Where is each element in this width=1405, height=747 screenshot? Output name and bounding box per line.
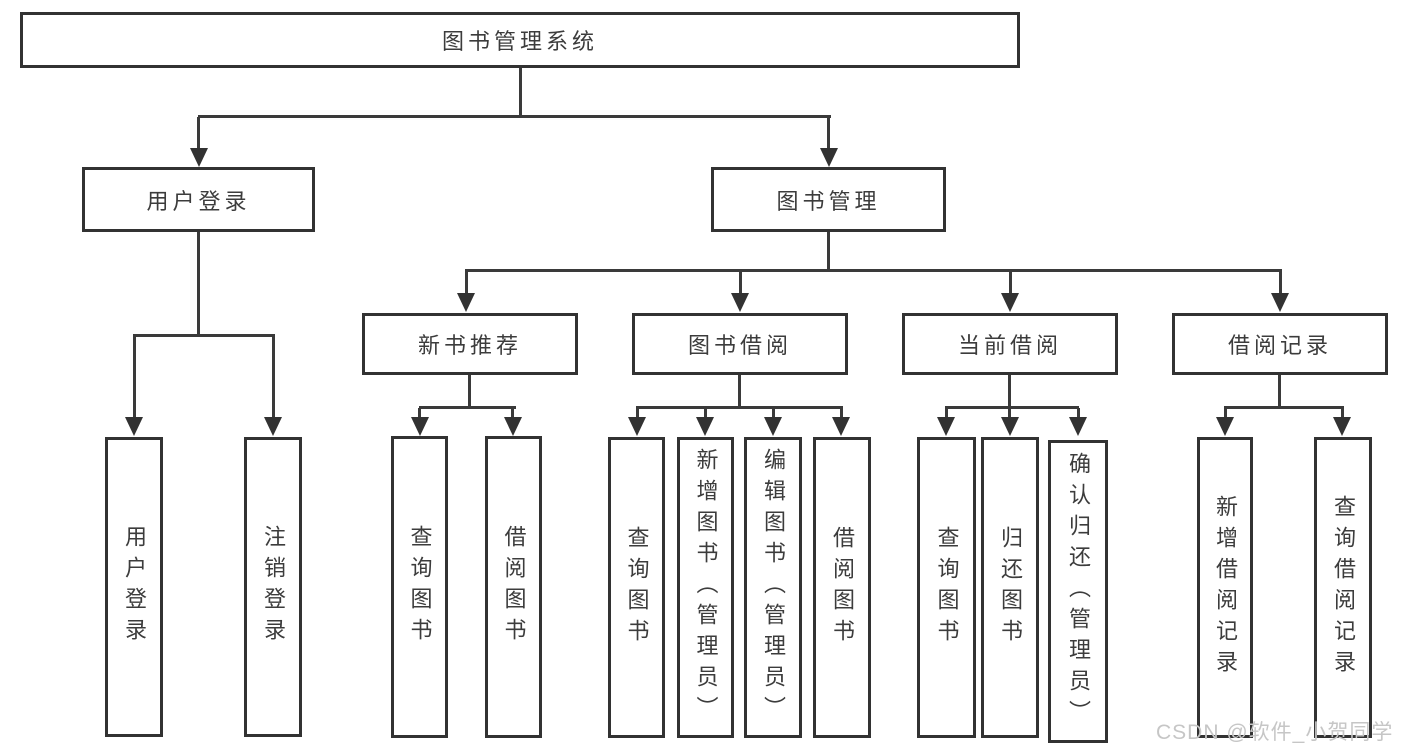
- arrow-down-icon: [264, 417, 282, 436]
- arrow-down-icon: [1001, 293, 1019, 312]
- leaf-confirm-return-admin-label: 确认归还（管理员）: [1066, 452, 1091, 731]
- leaf-borrow-books-label: 借阅图书: [501, 525, 527, 649]
- leaf-query-books-recommend: 查询图书: [391, 436, 448, 738]
- connector-drop: [772, 408, 775, 418]
- leaf-edit-books-admin: 编辑图书（管理员）: [744, 437, 802, 738]
- connector-drop-new-book-recommend: [465, 271, 468, 295]
- leaf-borrow-books-recommend: 借阅图书: [485, 436, 542, 738]
- leaf-borrow-books-label: 借阅图书: [830, 525, 855, 650]
- node-book-borrowing-label: 图书借阅: [687, 333, 792, 358]
- connector-drop-leaf-logout: [272, 336, 275, 419]
- leaf-user-login-label: 用户登录: [122, 525, 147, 649]
- connector-level2-distributor: [465, 269, 1282, 272]
- node-root-label: 图书管理系统: [441, 29, 598, 54]
- arrow-down-icon: [1216, 417, 1234, 436]
- arrow-down-icon: [731, 293, 749, 312]
- leaf-user-login: 用户登录: [105, 437, 163, 737]
- arrow-down-icon: [190, 148, 208, 167]
- connector-drop: [511, 408, 514, 418]
- connector-drop: [945, 408, 948, 418]
- leaf-query-books-label: 查询图书: [934, 525, 960, 650]
- arrow-down-icon: [696, 417, 714, 436]
- connector-user-login-distributor: [133, 334, 275, 337]
- leaf-borrow-books-borrowing: 借阅图书: [813, 437, 871, 738]
- arrow-down-icon: [125, 417, 143, 436]
- connector-borrowing-records-distributor: [1224, 406, 1344, 409]
- arrow-down-icon: [411, 417, 429, 436]
- leaf-add-borrow-record: 新增借阅记录: [1197, 437, 1253, 738]
- connector-drop: [1224, 408, 1227, 418]
- connector-drop-book-borrowing: [739, 271, 742, 295]
- connector-new-book-recommend-distributor: [419, 406, 516, 409]
- connector-book-borrowing-distributor: [636, 406, 843, 409]
- leaf-add-books-admin: 新增图书（管理员）: [677, 437, 734, 738]
- connector-drop: [636, 408, 639, 418]
- leaf-return-books: 归还图书: [981, 437, 1039, 738]
- arrow-down-icon: [1001, 417, 1019, 436]
- connector-drop: [704, 408, 707, 418]
- arrow-down-icon: [1333, 417, 1351, 436]
- leaf-confirm-return-admin: 确认归还（管理员）: [1048, 440, 1108, 743]
- connector-level1-distributor: [198, 115, 831, 118]
- connector-current-borrowing-distributor: [945, 406, 1079, 409]
- leaf-query-books-label: 查询图书: [407, 525, 433, 649]
- leaf-logout-label: 注销登录: [261, 525, 286, 649]
- connector-drop-borrowing-records: [1279, 271, 1282, 295]
- node-new-book-recommend: 新书推荐: [362, 313, 578, 375]
- connector-drop: [1341, 408, 1344, 418]
- leaf-query-books-label: 查询图书: [624, 525, 650, 650]
- node-user-login: 用户登录: [82, 167, 315, 232]
- connector-book-borrowing-stem: [738, 375, 741, 408]
- csdn-watermark: CSDN @软件_小贺同学: [1156, 721, 1394, 744]
- node-current-borrowing-label: 当前借阅: [957, 333, 1062, 358]
- leaf-query-books-current: 查询图书: [917, 437, 976, 738]
- node-book-borrowing: 图书借阅: [632, 313, 848, 375]
- node-current-borrowing: 当前借阅: [902, 313, 1118, 375]
- connector-book-management-stem: [827, 232, 830, 272]
- connector-drop-leaf-user-login: [133, 336, 136, 419]
- connector-borrowing-records-stem: [1278, 375, 1281, 408]
- node-borrowing-records: 借阅记录: [1172, 313, 1388, 375]
- connector-current-borrowing-stem: [1008, 375, 1011, 408]
- leaf-logout: 注销登录: [244, 437, 302, 737]
- connector-drop-user-login: [197, 117, 200, 151]
- arrow-down-icon: [820, 148, 838, 167]
- connector-drop: [418, 408, 421, 418]
- arrow-down-icon: [504, 417, 522, 436]
- leaf-add-borrow-record-label: 新增借阅记录: [1213, 494, 1238, 681]
- node-borrowing-records-label: 借阅记录: [1227, 333, 1332, 358]
- arrow-down-icon: [832, 417, 850, 436]
- leaf-query-borrow-record: 查询借阅记录: [1314, 437, 1372, 738]
- leaf-return-books-label: 归还图书: [998, 525, 1023, 650]
- node-root: 图书管理系统: [20, 12, 1020, 68]
- connector-drop-book-management: [827, 117, 830, 151]
- connector-root-stem: [519, 68, 522, 118]
- connector-drop-current-borrowing: [1009, 271, 1012, 295]
- leaf-edit-books-admin-label: 编辑图书（管理员）: [761, 448, 786, 727]
- node-book-management: 图书管理: [711, 167, 946, 232]
- connector-drop: [840, 408, 843, 418]
- leaf-query-borrow-record-label: 查询借阅记录: [1331, 494, 1356, 681]
- arrow-down-icon: [1271, 293, 1289, 312]
- connector-drop: [1008, 408, 1011, 418]
- node-book-management-label: 图书管理: [776, 188, 881, 214]
- connector-drop: [1077, 408, 1080, 418]
- arrow-down-icon: [1069, 417, 1087, 436]
- node-new-book-recommend-label: 新书推荐: [417, 333, 522, 358]
- arrow-down-icon: [628, 417, 646, 436]
- connector-new-book-recommend-stem: [468, 375, 471, 408]
- arrow-down-icon: [937, 417, 955, 436]
- leaf-query-books-borrowing: 查询图书: [608, 437, 665, 738]
- arrow-down-icon: [764, 417, 782, 436]
- arrow-down-icon: [457, 293, 475, 312]
- node-user-login-label: 用户登录: [146, 188, 251, 214]
- connector-user-login-stem: [197, 232, 200, 337]
- leaf-add-books-admin-label: 新增图书（管理员）: [693, 448, 719, 727]
